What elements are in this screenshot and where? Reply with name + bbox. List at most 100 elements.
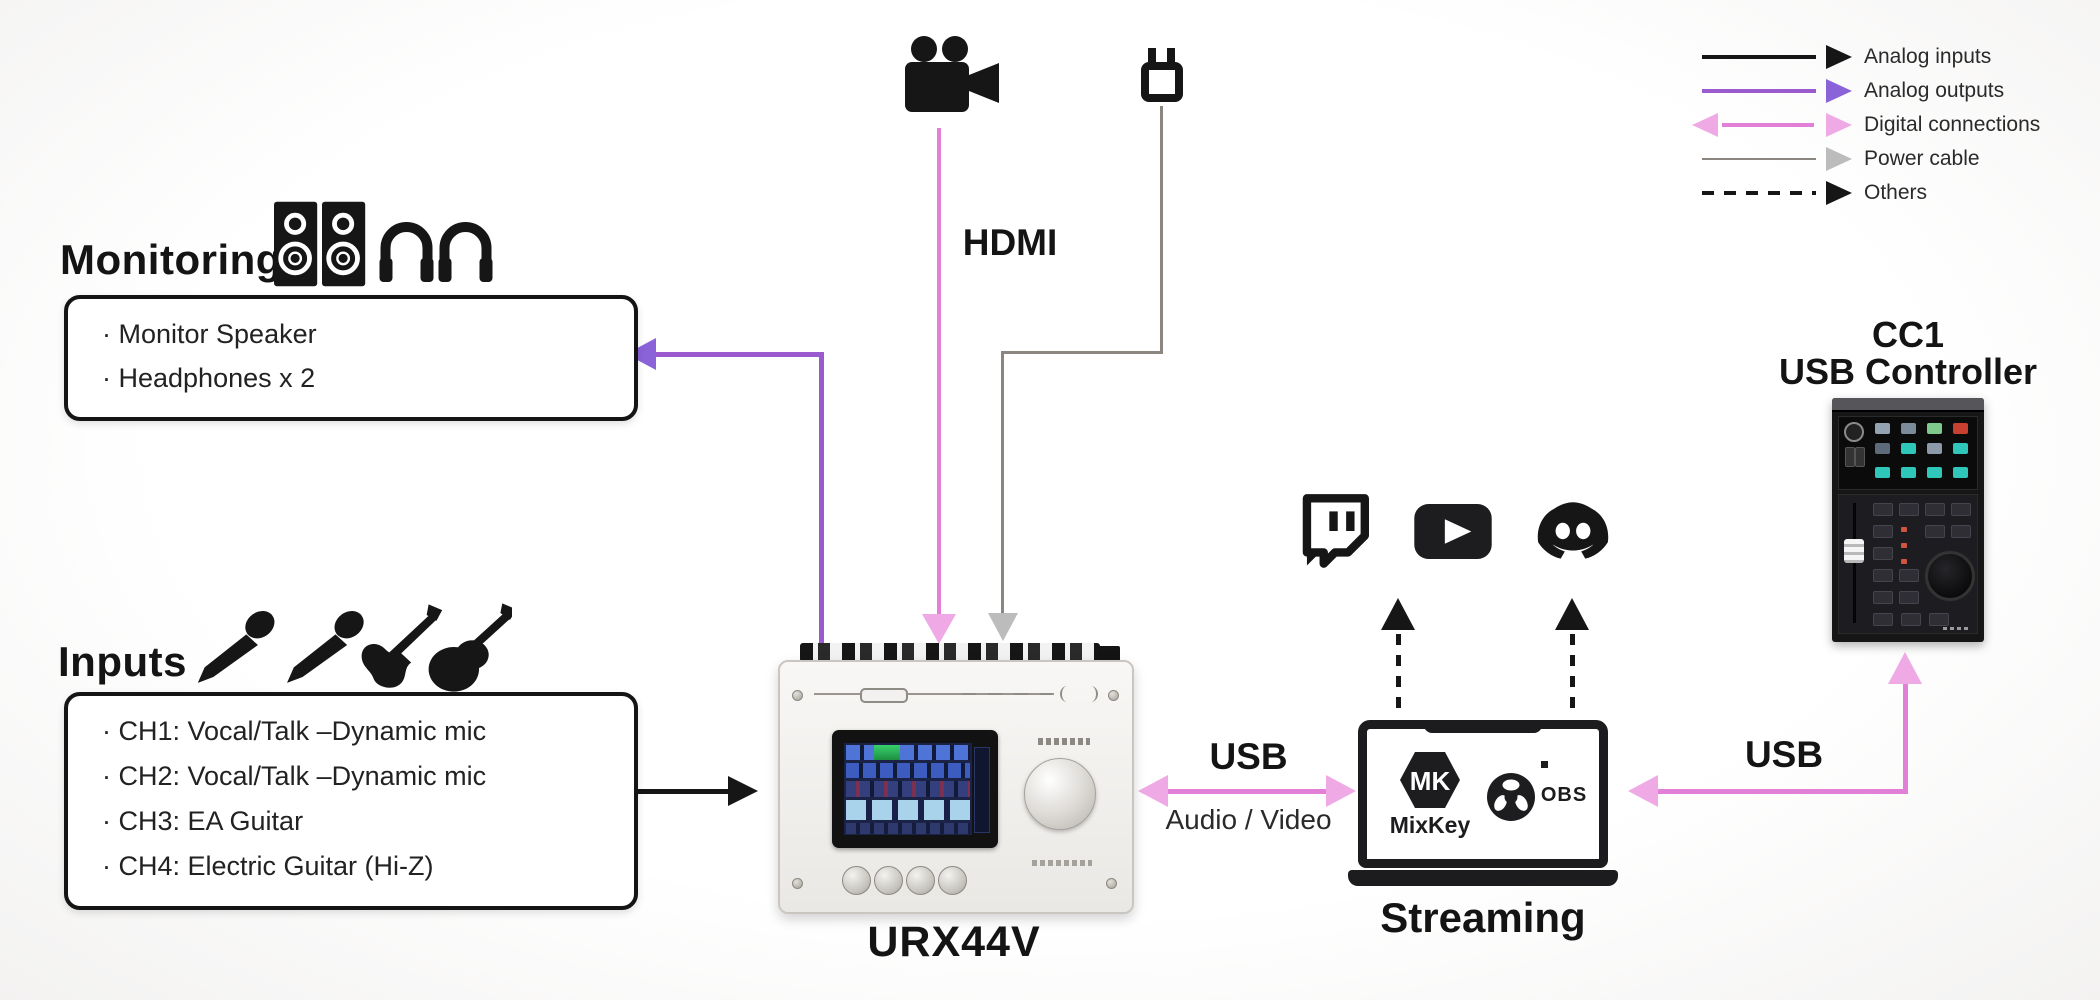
cc1-button[interactable] [1927,467,1942,478]
monitoring-title: Monitoring [60,236,282,283]
legend-row-analog-outputs: Analog outputs [1700,74,2040,108]
arrowhead-left-icon [1628,775,1658,807]
hdmi-line [937,128,941,616]
inputs-icons [197,603,512,692]
cc1-toggle[interactable] [1845,447,1855,467]
electric-guitar-icon [361,604,443,688]
inputs-title: Inputs [58,638,187,685]
laptop-base [1348,870,1618,886]
cc1-button[interactable] [1953,443,1968,454]
cc1-key[interactable] [1899,569,1919,582]
urx44v-device [778,660,1134,914]
arrowhead-down-icon [988,613,1018,641]
monitoring-box: · Monitor Speaker · Headphones x 2 [64,295,638,421]
cc1-key[interactable] [1951,525,1971,538]
power-line [1001,351,1163,354]
monitoring-item: · Monitor Speaker [102,319,317,349]
analog-input-line [630,789,732,794]
cc1-jog-knob[interactable] [1925,551,1975,601]
power-line [1160,106,1163,354]
urx44v-label: URX44V [867,918,1041,966]
cc1-key[interactable] [1873,569,1893,582]
cc1-button[interactable] [1875,467,1890,478]
touchscreen-ui[interactable] [844,743,972,835]
monitoring-item: · Headphones x 2 [102,363,316,393]
legend-label: Digital connections [1864,113,2041,136]
arrowhead-up-icon [1555,598,1589,630]
meter-tile [874,745,900,760]
urx44v-rear-connectors [800,643,1100,662]
usb-cc1-label: USB [1744,734,1824,775]
cc1-key[interactable] [1873,503,1893,516]
others-arrow-icon [1700,178,1852,208]
cc1-key[interactable] [1929,613,1949,626]
cc1-button[interactable] [1953,423,1968,434]
cc1-indicator [1901,559,1907,564]
arrowhead-right-icon [1326,775,1356,807]
brand-mark [1038,738,1090,745]
headphones-icon [379,222,493,282]
analog-output-line [819,352,824,662]
cc1-key[interactable] [1873,613,1893,626]
cc1-title-line2: USB Controller [1778,351,2037,392]
cc1-key[interactable] [1925,503,1945,516]
legend-row-power: Power cable [1700,142,2040,176]
cc1-key[interactable] [1901,613,1921,626]
cc1-toggle[interactable] [1855,447,1865,467]
cc1-fader-track [1853,503,1856,623]
cc1-button[interactable] [1953,467,1968,478]
power-cable-arrow-icon [1700,144,1852,174]
microphone-icon [287,611,364,683]
power-plug-icon [1141,48,1183,102]
input-item: · CH2: Vocal/Talk –Dynamic mic [102,761,487,791]
youtube-icon [1414,504,1492,559]
legend-row-others: Others [1700,176,2040,210]
cc1-title-line1: CC1 [1871,314,1945,355]
cc1-button[interactable] [1875,443,1890,454]
urx44v-knob-4[interactable] [938,866,967,895]
inputs-box: · CH1: Vocal/Talk –Dynamic mic · CH2: Vo… [64,692,638,910]
cc1-key[interactable] [1951,503,1971,516]
usb-cc1-line [1903,684,1908,794]
twitch-icon [1302,494,1369,568]
acoustic-guitar-icon [428,603,512,692]
cc1-key[interactable] [1873,547,1893,560]
cc1-round-button[interactable] [1844,422,1864,442]
microphone-icon [197,611,275,683]
urx44v-touchscreen[interactable] [832,730,998,848]
cc1-button[interactable] [1901,423,1916,434]
input-item: · CH4: Electric Guitar (Hi-Z) [102,851,434,881]
laptop-notch [1424,720,1542,733]
legend-label: Others [1864,181,1928,204]
cc1-print [1943,627,1971,630]
cc1-lower-panel [1838,494,1978,634]
cc1-button[interactable] [1875,423,1890,434]
others-line [1570,634,1575,716]
cc1-button[interactable] [1901,443,1916,454]
cc1-key[interactable] [1899,591,1919,604]
input-item: · CH1: Vocal/Talk –Dynamic mic [102,716,487,746]
cc1-key[interactable] [1873,525,1893,538]
cc1-key[interactable] [1873,591,1893,604]
cc1-indicator [1901,543,1907,548]
cc1-fader[interactable] [1844,539,1864,563]
model-mark [1032,860,1092,866]
legend-label: Analog inputs [1864,45,1992,68]
cc1-button[interactable] [1901,467,1916,478]
screw-icon [792,878,803,889]
legend-label: Analog outputs [1864,79,2005,102]
usb-cc1-line [1656,789,1908,794]
power-line [1001,351,1004,613]
urx44v-knob-2[interactable] [874,866,903,895]
hdmi-label: HDMI [962,222,1058,263]
urx44v-groove [814,693,1054,695]
urx44v-knob-1[interactable] [842,866,871,895]
cc1-key[interactable] [1899,503,1919,516]
urx44v-main-knob[interactable] [1024,758,1096,830]
cc1-key[interactable] [1925,525,1945,538]
urx44v-power-button [1098,646,1120,663]
cc1-button[interactable] [1927,443,1942,454]
urx44v-knob-3[interactable] [906,866,935,895]
cc1-button[interactable] [1927,423,1942,434]
